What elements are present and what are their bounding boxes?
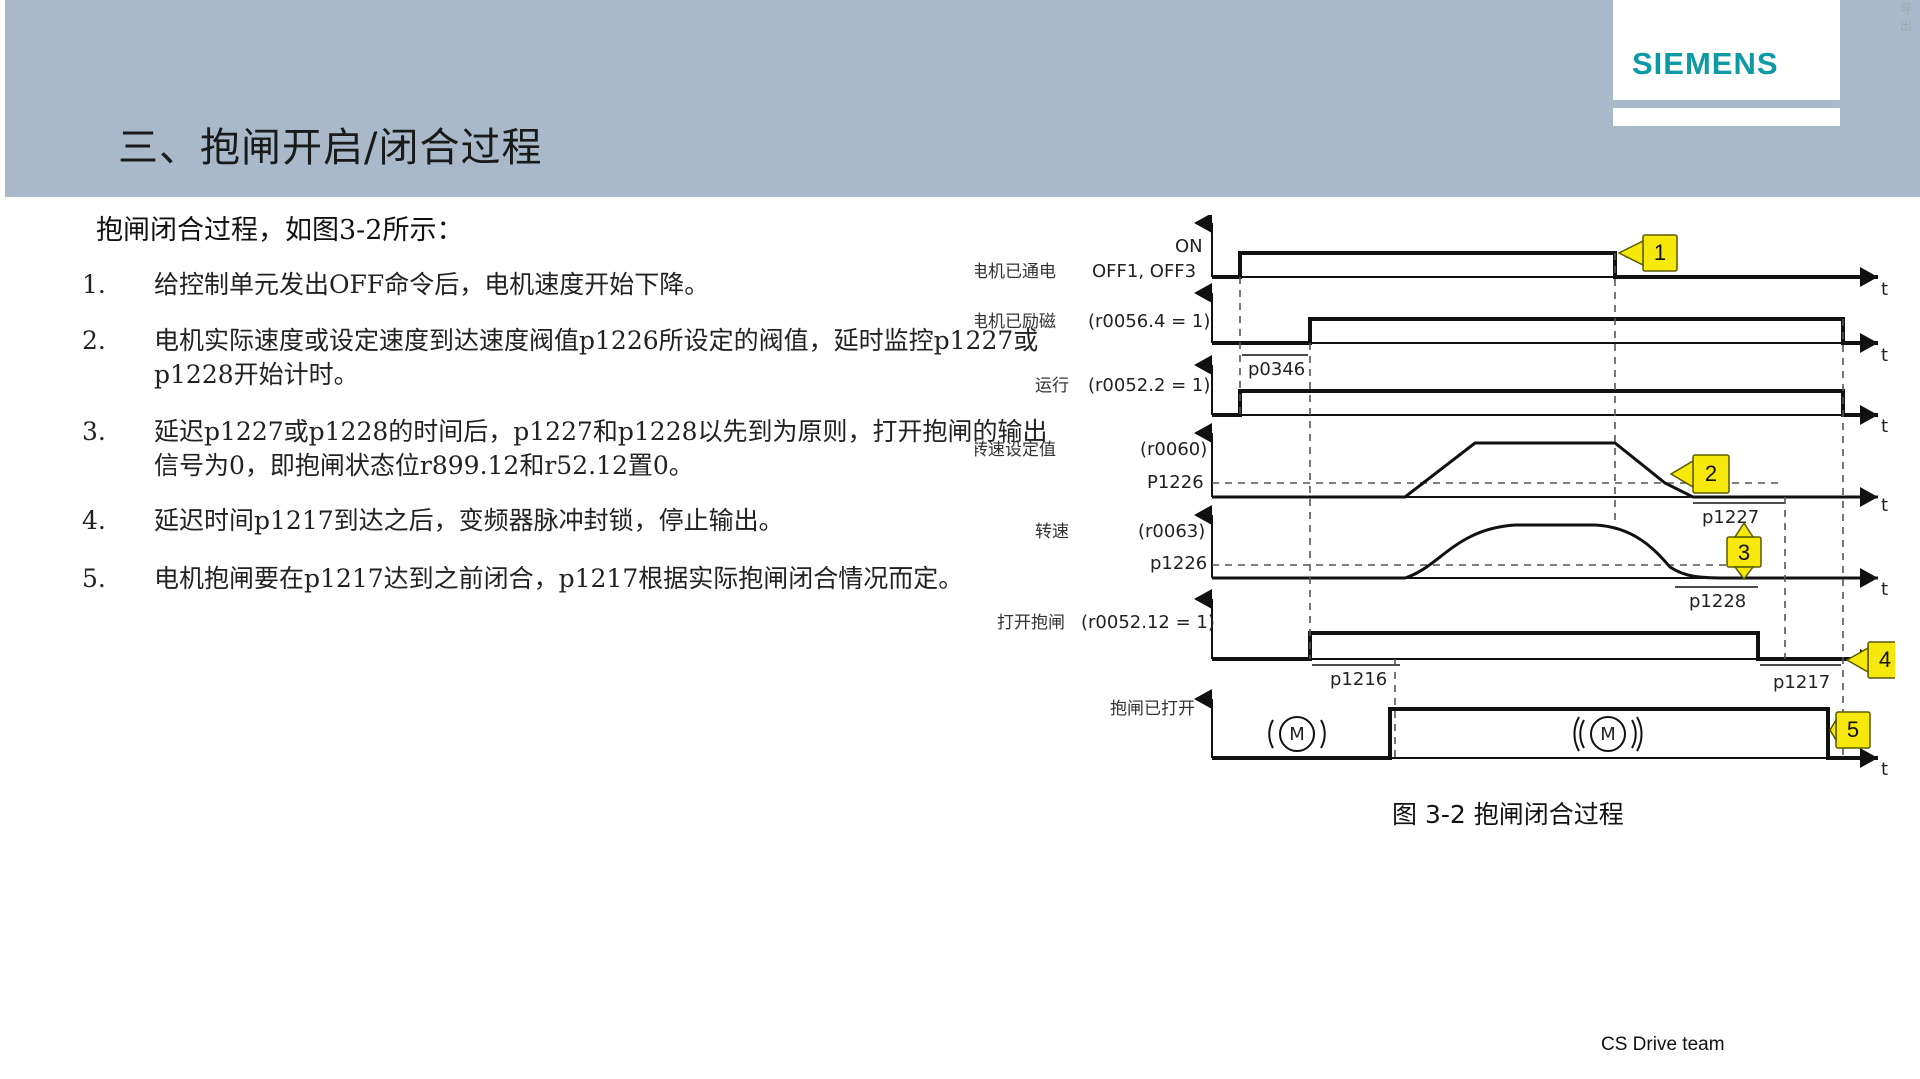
magnetized-param: (r0056.4 = 1) — [1088, 311, 1210, 332]
t-label: t — [1881, 759, 1888, 780]
setpoint-label: 转速设定值 — [975, 440, 1056, 460]
list-item-text: 电机实际速度或设定速度到达速度阀值p1226所设定的阀值，延时监控p1227或p… — [154, 326, 1039, 389]
power-param: OFF1, OFF3 — [1092, 261, 1196, 282]
list-item-number: 2. — [82, 326, 106, 355]
row-brake-command: 打开抱闸 (r0052.12 = 1) p1216 p1217 — [997, 589, 1878, 693]
t-label: t — [1881, 345, 1888, 366]
event-lines — [1239, 253, 1844, 758]
p1227-label: p1227 — [1702, 507, 1759, 528]
step-badge-2: 2 — [1669, 454, 1730, 494]
p1217-label: p1217 — [1773, 672, 1830, 693]
figure-caption: 图 3-2 抱闸闭合过程 — [1392, 800, 1624, 829]
p1216-label: p1216 — [1330, 669, 1387, 690]
slide-title: 三、抱闸开启/闭合过程 — [118, 125, 543, 171]
motor-free-icon: M — [1573, 716, 1643, 752]
speed-curve — [1212, 523, 1878, 580]
t-label: t — [1881, 279, 1888, 300]
timing-diagram: ON 电机已通电 OFF1, OFF3 t 电机已励磁 (r0056.4 = 1… — [975, 215, 1895, 780]
list-item-number: 5. — [82, 564, 106, 593]
row-setpoint: 转速设定值 (r0060) P1226 p1227 t — [975, 423, 1888, 528]
power-signal — [1212, 251, 1878, 279]
step-badge-3: 3 — [1726, 521, 1762, 581]
row-power: ON 电机已通电 OFF1, OFF3 t — [975, 215, 1888, 300]
magnetized-signal — [1212, 317, 1878, 345]
motor-label: M — [1600, 724, 1616, 745]
badge-number: 2 — [1705, 461, 1717, 486]
list-item-number: 4. — [82, 506, 106, 535]
row-brake-state: 抱闸已打开 t M M — [1110, 689, 1888, 780]
speed-param: (r0063) — [1138, 521, 1205, 542]
row-magnetized: 电机已励磁 (r0056.4 = 1) p0346 t — [975, 283, 1888, 380]
badge-number: 4 — [1879, 647, 1891, 672]
list-item-text: 延迟时间p1217到达之后，变频器脉冲封锁，停止输出。 — [154, 506, 784, 535]
brake-command-label: 打开抱闸 — [997, 613, 1065, 633]
power-label: 电机已通电 — [975, 262, 1056, 282]
list-item-text: 给控制单元发出OFF命令后，电机速度开始下降。 — [154, 270, 710, 299]
brake-state-label: 抱闸已打开 — [1110, 699, 1195, 719]
on-label: ON — [1175, 236, 1203, 257]
speed-threshold: p1226 — [1150, 553, 1207, 574]
run-label: 运行 — [1035, 376, 1069, 396]
motor-braked-icon: M — [1268, 716, 1326, 752]
setpoint-threshold: P1226 — [1147, 472, 1204, 493]
p1228-label: p1228 — [1689, 591, 1746, 612]
corner-mark: 导出 — [1900, 2, 1913, 33]
list-item-number: 1. — [82, 270, 106, 299]
t-label: t — [1881, 495, 1888, 516]
t-label: t — [1881, 579, 1888, 600]
row-run: 运行 (r0052.2 = 1) t — [1035, 355, 1888, 437]
run-signal — [1212, 389, 1878, 417]
list-item-number: 3. — [82, 417, 106, 446]
badge-number: 1 — [1654, 240, 1666, 265]
list-item-text: 延迟p1227或p1228的时间后，p1227和p1228以先到为原则，打开抱闸… — [154, 417, 1048, 480]
brake-state-signal — [1212, 707, 1878, 760]
step-badge-1: 1 — [1617, 234, 1678, 272]
motor-label: M — [1289, 724, 1305, 745]
badge-number: 3 — [1738, 540, 1750, 565]
speed-label: 转速 — [1035, 522, 1069, 542]
list-item-text: 电机抱闸要在p1217达到之前闭合，p1217根据实际抱闸闭合情况而定。 — [154, 564, 964, 593]
magnetized-label: 电机已励磁 — [975, 312, 1056, 332]
logo-strip — [1613, 108, 1840, 126]
setpoint-param: (r0060) — [1140, 439, 1207, 460]
step-badge-5: 5 — [1829, 711, 1871, 749]
header-bar — [5, 0, 1920, 197]
brake-command-param: (r0052.12 = 1) — [1081, 612, 1215, 633]
brake-command-signal — [1212, 631, 1878, 661]
siemens-logo: SIEMENS — [1632, 46, 1779, 81]
row-speed: 转速 (r0063) p1226 p1228 t — [1035, 505, 1888, 612]
p0346-label: p0346 — [1248, 359, 1305, 380]
logo-box — [1613, 0, 1840, 100]
intro-text: 抱闸闭合过程，如图3-2所示： — [96, 215, 464, 246]
badge-number: 5 — [1847, 717, 1859, 742]
t-label: t — [1881, 416, 1888, 437]
step-badge-4: 4 — [1845, 641, 1895, 679]
setpoint-curve — [1212, 441, 1878, 499]
run-param: (r0052.2 = 1) — [1088, 375, 1210, 396]
footer-team: CS Drive team — [1601, 1034, 1725, 1055]
